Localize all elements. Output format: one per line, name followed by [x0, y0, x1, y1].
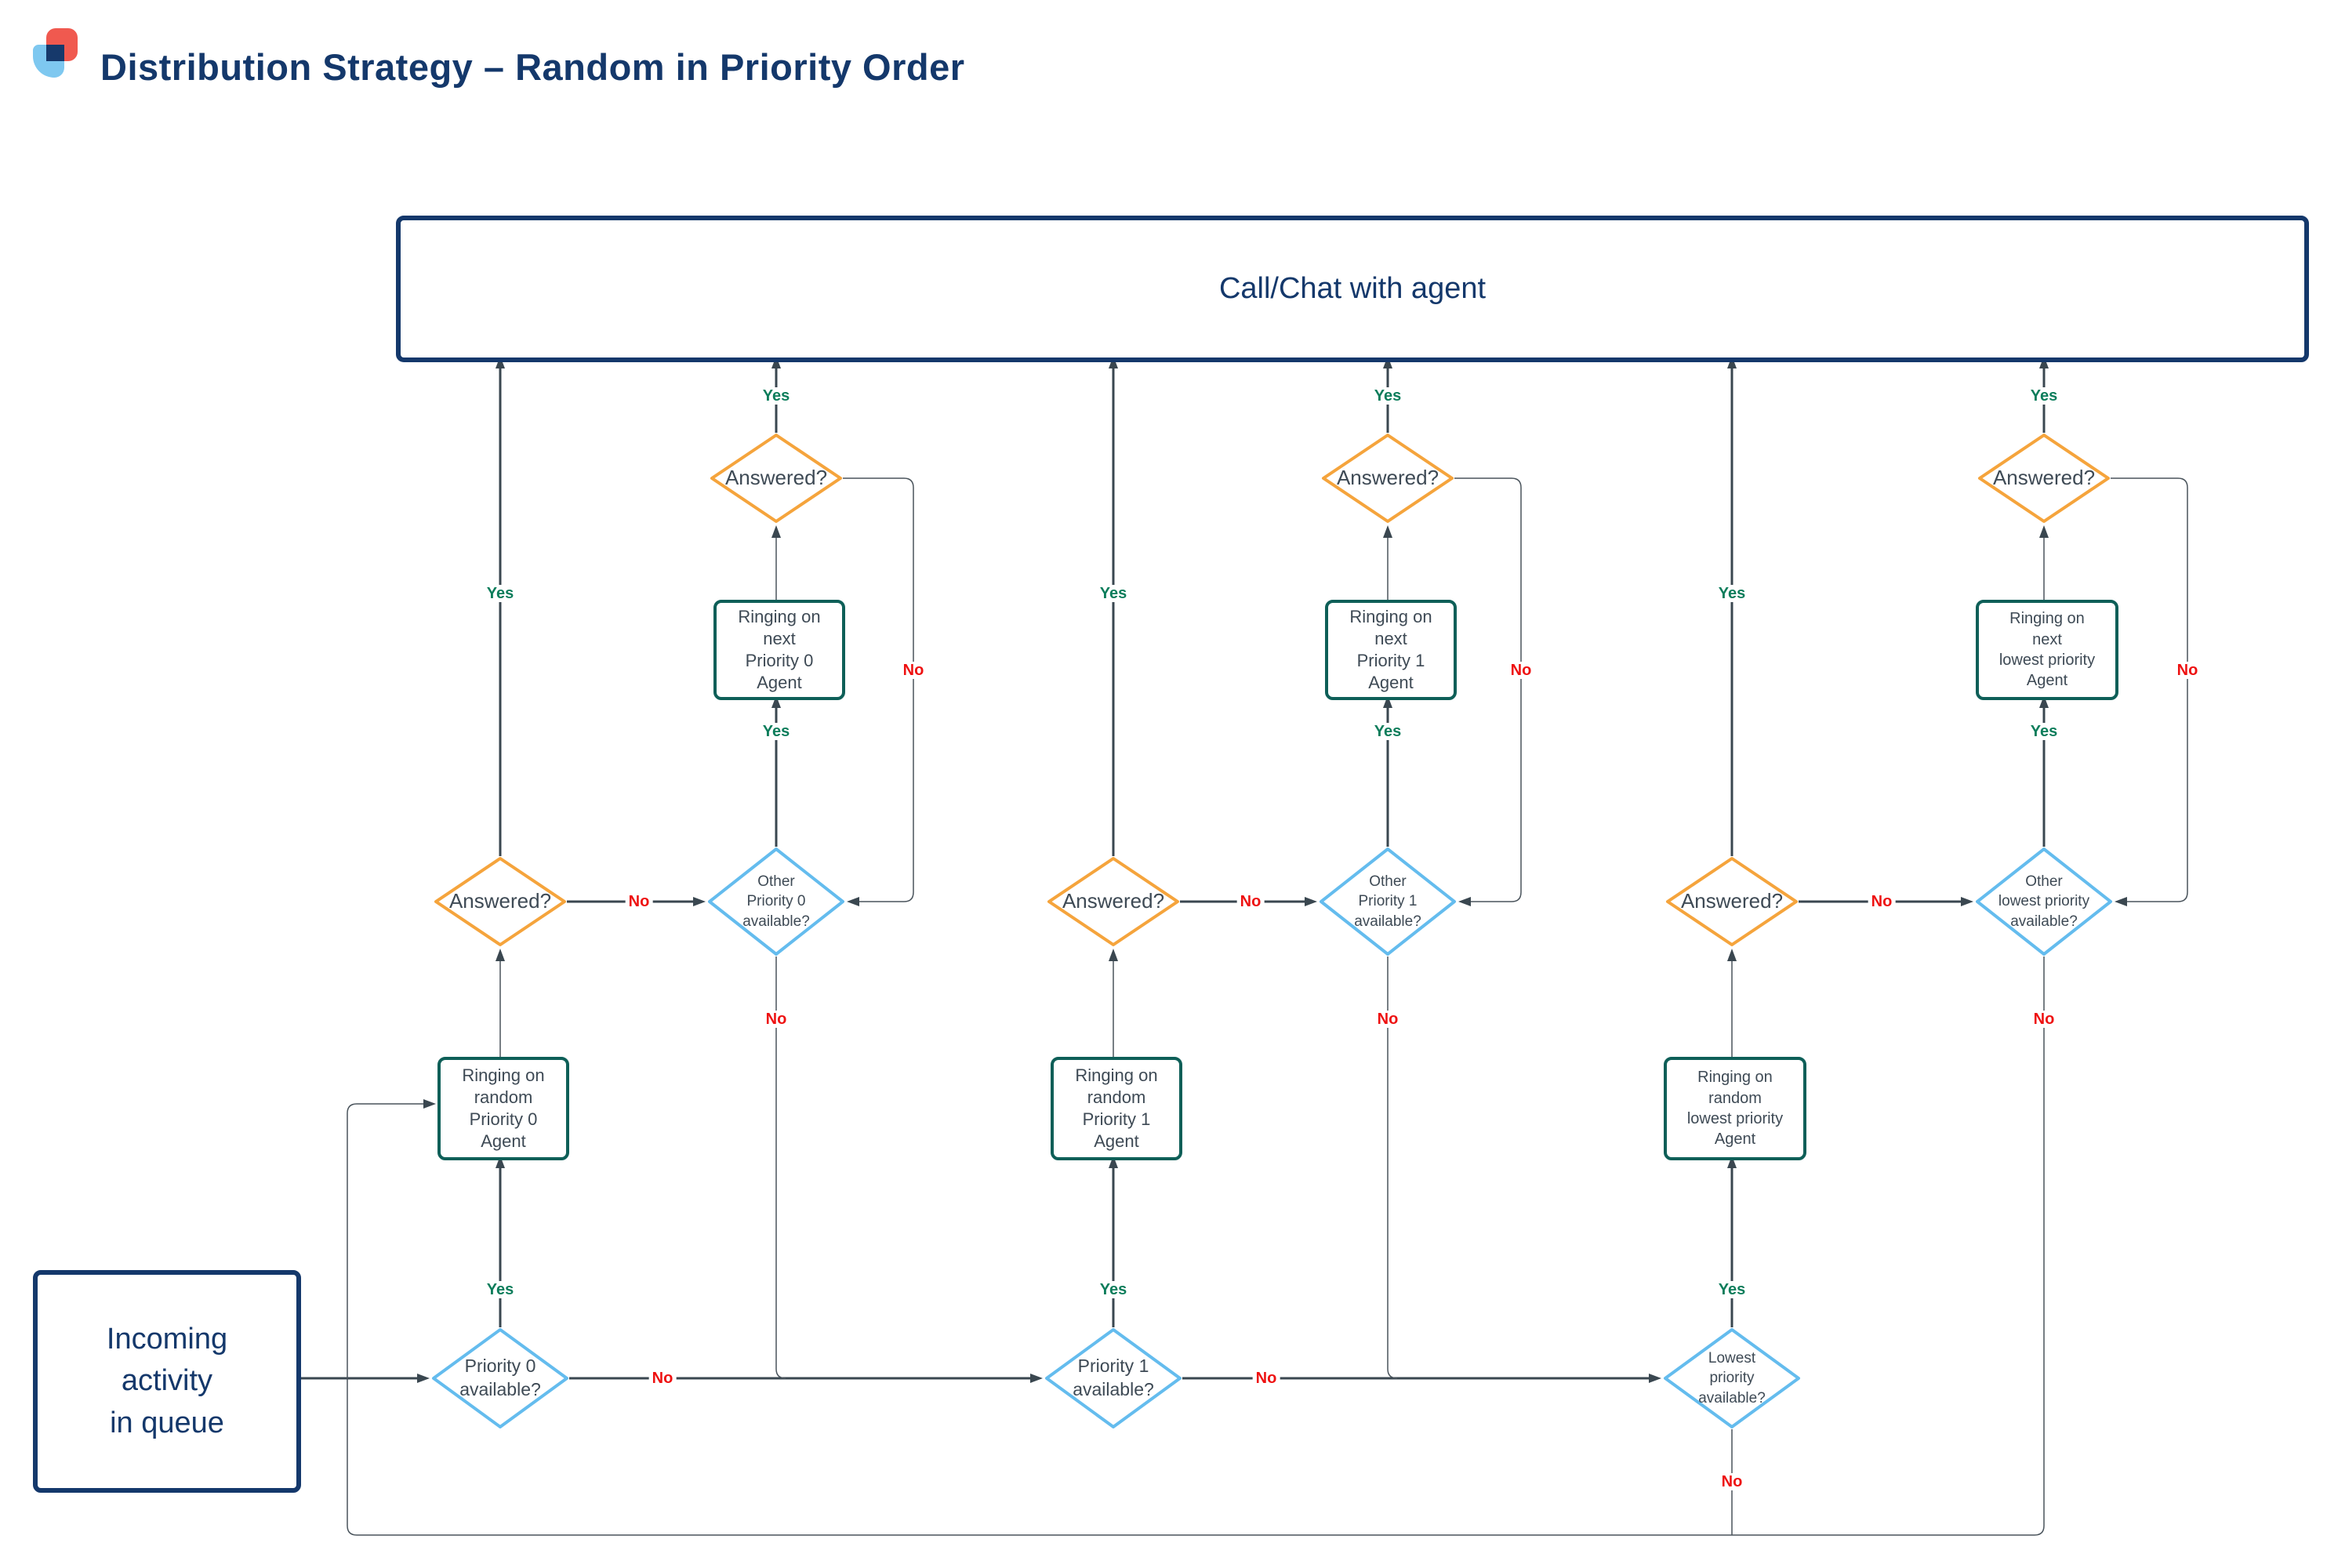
decision-answered-next-p1: Answered?: [1321, 433, 1454, 524]
edge-answered-next-p0-no-loop: [843, 477, 914, 906]
edge-label-yes: Yes: [1096, 1281, 1131, 1298]
edge-label-yes: Yes: [483, 585, 517, 602]
edge-label-yes: Yes: [2027, 723, 2061, 740]
decision-answered-next-p0: Answered?: [710, 433, 843, 524]
edge-label-no: No: [899, 662, 928, 679]
process-ringing-random-priority-0: Ringing on random Priority 0 Agent: [437, 1057, 569, 1160]
edge-label-yes: Yes: [1370, 387, 1405, 405]
decision-answered-random-p1: Answered?: [1047, 856, 1180, 947]
edge-label-no: No: [1252, 1370, 1280, 1387]
edge-label-yes: Yes: [759, 723, 793, 740]
decision-other-priority-1-available: Other Priority 1 available?: [1319, 847, 1457, 956]
node-call-chat-with-agent: Call/Chat with agent: [396, 216, 2309, 362]
process-ringing-next-priority-1: Ringing on next Priority 1 Agent: [1325, 600, 1457, 700]
edge-other-p0-no-down: [775, 956, 786, 1379]
edge-label-yes: Yes: [483, 1281, 517, 1298]
decision-lowest-priority-available: Lowest priority available?: [1663, 1327, 1801, 1429]
process-ringing-random-lowest: Ringing on random lowest priority Agent: [1664, 1057, 1806, 1160]
edge-no-agents-return-loop: [347, 956, 2045, 1536]
edge-answered-next-lowest-no-loop: [2111, 477, 2188, 906]
app-logo-icon: [33, 28, 78, 78]
edge-label-no: No: [648, 1370, 677, 1387]
edge-other-p1-no-down: [1387, 956, 1398, 1379]
process-ringing-next-lowest: Ringing on next lowest priority Agent: [1976, 600, 2118, 700]
process-ringing-next-priority-0: Ringing on next Priority 0 Agent: [713, 600, 845, 700]
edge-label-yes: Yes: [1370, 723, 1405, 740]
edge-label-yes: Yes: [2027, 387, 2061, 405]
edge-label-yes: Yes: [1096, 585, 1131, 602]
decision-other-lowest-available: Other lowest priority available?: [1975, 847, 2113, 956]
edge-answered-next-p1-no-loop: [1454, 477, 1522, 906]
decision-other-priority-0-available: Other Priority 0 available?: [707, 847, 845, 956]
decision-answered-random-p0: Answered?: [434, 856, 567, 947]
edge-label-no: No: [1718, 1473, 1746, 1490]
edge-label-no: No: [625, 893, 653, 910]
edge-label-no: No: [762, 1011, 790, 1028]
decision-answered-next-lowest: Answered?: [1977, 433, 2111, 524]
page-title: Distribution Strategy – Random in Priori…: [100, 46, 965, 88]
decision-answered-random-lowest: Answered?: [1665, 856, 1799, 947]
edge-label-no: No: [1236, 893, 1265, 910]
edge-label-no: No: [1374, 1011, 1402, 1028]
edge-label-no: No: [1507, 662, 1535, 679]
logo-navy-shape: [46, 45, 64, 61]
edge-label-yes: Yes: [1715, 1281, 1749, 1298]
edge-label-no: No: [2173, 662, 2202, 679]
edge-label-yes: Yes: [759, 387, 793, 405]
edge-label-yes: Yes: [1715, 585, 1749, 602]
edge-label-no: No: [2030, 1011, 2058, 1028]
node-incoming-activity-in-queue: Incoming activity in queue: [33, 1270, 301, 1493]
decision-priority-0-available: Priority 0 available?: [431, 1327, 569, 1429]
edge-label-no: No: [1868, 893, 1896, 910]
decision-priority-1-available: Priority 1 available?: [1044, 1327, 1182, 1429]
process-ringing-random-priority-1: Ringing on random Priority 1 Agent: [1051, 1057, 1182, 1160]
